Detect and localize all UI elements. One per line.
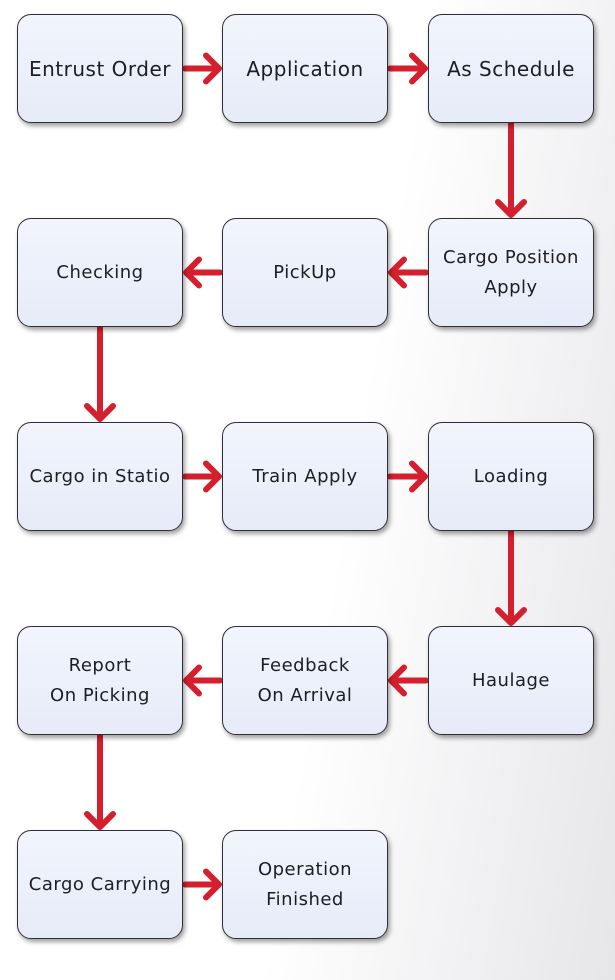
node-haulage: Haulage (428, 626, 594, 735)
flow-arrow (182, 52, 222, 85)
flow-arrow (84, 325, 116, 422)
node-application: Application (222, 14, 388, 123)
flow-arrow (387, 52, 428, 85)
node-entrust-order: Entrust Order (17, 14, 183, 123)
flow-arrow (388, 664, 429, 697)
node-cargo-in-station: Cargo in Statio (17, 422, 183, 531)
node-report-on-picking: Report On Picking (17, 626, 183, 735)
node-as-schedule: As Schedule (428, 14, 594, 123)
flow-arrow (84, 733, 116, 830)
flow-arrow (387, 460, 428, 493)
node-cargo-carrying: Cargo Carrying (17, 830, 183, 939)
node-pickup: PickUp (222, 218, 388, 327)
node-feedback-on-arrival: Feedback On Arrival (222, 626, 388, 735)
flow-arrow (495, 121, 527, 218)
flow-arrow (182, 460, 222, 493)
node-operation-finished: Operation Finished (222, 830, 388, 939)
node-cargo-position-apply: Cargo Position Apply (428, 218, 594, 327)
flow-arrow (495, 529, 527, 626)
flow-arrow (182, 868, 222, 901)
flow-arrow (183, 256, 223, 289)
node-checking: Checking (17, 218, 183, 327)
flow-arrow (183, 664, 223, 697)
node-train-apply: Train Apply (222, 422, 388, 531)
node-loading: Loading (428, 422, 594, 531)
flow-arrow (388, 256, 429, 289)
